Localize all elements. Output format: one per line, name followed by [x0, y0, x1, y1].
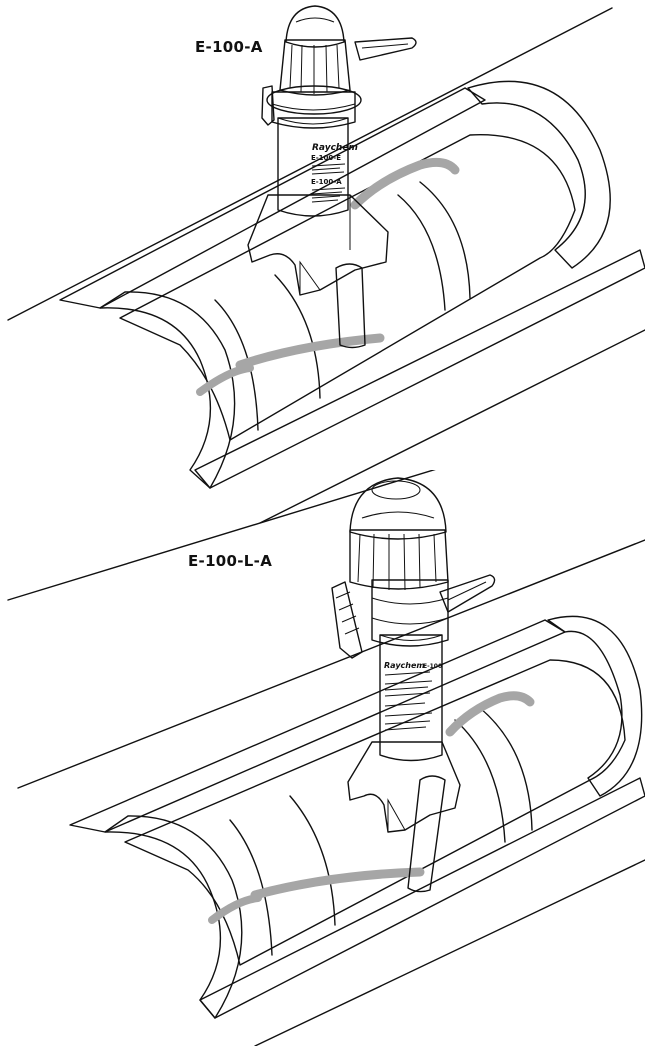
pipe-body-2: [124, 659, 626, 966]
jacket-bottom-edge-2: [254, 859, 645, 1046]
pipe-body: [119, 134, 576, 441]
kit-base: [247, 194, 389, 296]
brand-text: Raychem: [312, 143, 358, 153]
insulation-left-cut: [99, 291, 236, 489]
kit-base-2: [347, 741, 461, 833]
band-strap-2: [407, 775, 446, 893]
heating-cable-lower-2: [208, 894, 262, 924]
insulation-end-cap-2: [547, 615, 643, 797]
kit-dome-2: [349, 477, 447, 540]
side-tie: [261, 85, 275, 126]
kit-collar-2: [371, 579, 449, 647]
figure-e-100-l-a: Raychem E-100 E-100-L-A: [7, 470, 645, 1046]
insulation-lower-2: [199, 777, 645, 1019]
cap-tab: [354, 37, 417, 61]
brand-text-2: Raychem: [384, 661, 425, 670]
figure-e-100-a: Raychem E-100-E E-100-A E-100-A: [7, 5, 645, 523]
insulation-end-cap: [467, 80, 611, 269]
insulation-upper-2: [69, 619, 566, 833]
figure-label-e-100-a: E-100-A: [195, 38, 263, 56]
insulation-upper: [59, 87, 486, 309]
cap-tab-2: [439, 574, 496, 613]
model-text-b: E-100: [423, 663, 442, 670]
pipe-ring-right-b-2: [479, 707, 533, 831]
model-text: E-100-E: [311, 154, 341, 162]
kit-cap: [279, 39, 351, 96]
pipe-ring-right-a: [397, 194, 446, 311]
jacket-bottom-edge: [259, 329, 645, 523]
pipe-ring-right-b: [419, 181, 471, 299]
kit-collar: [271, 91, 356, 129]
jacket-top-edge-2: [7, 470, 436, 601]
heating-cable-lower: [196, 364, 254, 396]
pipe-ring-right-a-2: [454, 719, 506, 843]
heating-cable-2: [250, 691, 535, 900]
side-tie-2: [331, 581, 363, 659]
insulation-left-cut-2: [104, 815, 243, 1019]
jacket-top-edge: [7, 7, 613, 321]
kit-body-2: [379, 634, 443, 762]
kit-dome: [285, 5, 345, 48]
model-text-2: E-100-A: [311, 178, 342, 186]
pipe-ring-left-2: [229, 819, 273, 956]
figure-label-e-100-l-a: E-100-L-A: [188, 552, 272, 570]
heating-cable: [235, 157, 460, 370]
pipe-ring-left: [214, 299, 259, 431]
pipe-ring-mid: [274, 274, 321, 399]
insulation-lower: [194, 249, 645, 489]
pipe-ring-mid-2: [289, 795, 336, 926]
jacket-upper-edge-2: [17, 539, 645, 789]
band-strap: [335, 263, 366, 349]
kit-cap-2: [349, 529, 449, 590]
kit-body: [277, 117, 349, 217]
